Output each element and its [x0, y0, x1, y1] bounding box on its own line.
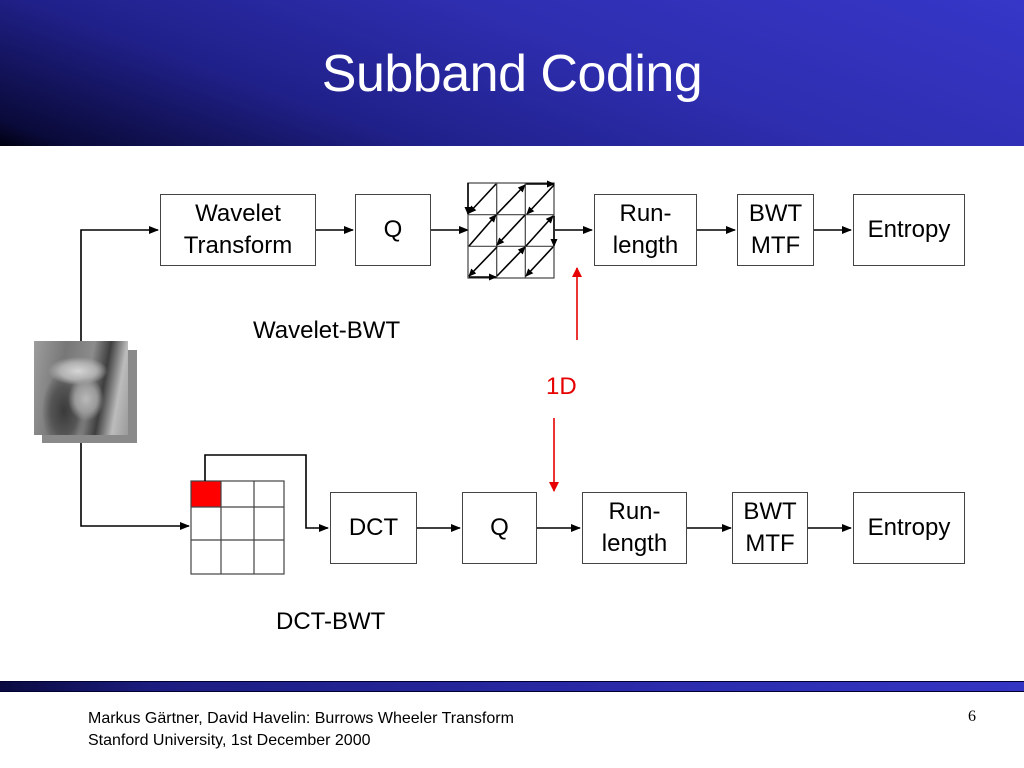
arrow-cell-to-dct: [204, 454, 329, 532]
zigzag-scan-path: [464, 180, 558, 281]
quantizer-block-bottom: Q: [462, 492, 537, 564]
footer-line-2: Stanford University, 1st December 2000: [88, 732, 371, 749]
pipeline-label-dct-bwt: DCT-BWT: [276, 608, 386, 635]
footer-line-1: Markus Gärtner, David Havelin: Burrows W…: [88, 710, 514, 727]
block-label: BWT: [743, 498, 797, 525]
block-label: Wavelet: [195, 200, 281, 227]
dct-highlight-cell: [191, 481, 221, 507]
block-label: BWT: [748, 200, 803, 227]
block-label: Q: [490, 514, 509, 541]
branch-line-top: [80, 226, 159, 341]
block-label: Entropy: [867, 514, 951, 541]
run-length-block: Run- length: [594, 194, 697, 266]
dct-block: DCT: [330, 492, 417, 564]
block-label: DCT: [348, 514, 399, 541]
pipeline-label-wavelet-bwt: Wavelet-BWT: [253, 317, 401, 344]
entropy-block-bottom: Entropy: [853, 492, 965, 564]
bwt-mtf-block: BWT MTF: [737, 194, 814, 266]
slide-header: Subband Coding: [0, 0, 1024, 146]
quantizer-block: Q: [355, 194, 431, 266]
run-length-block-bottom: Run- length: [582, 492, 687, 564]
wavelet-transform-block: Wavelet Transform: [160, 194, 316, 266]
dct-block-grid: [190, 480, 285, 575]
block-label: length: [601, 530, 668, 557]
block-label: Entropy: [867, 216, 951, 243]
block-label: MTF: [745, 530, 795, 557]
entropy-block: Entropy: [853, 194, 965, 266]
block-label: length: [612, 232, 679, 259]
block-label: Q: [383, 216, 403, 243]
footer-credits: Markus Gärtner, David Havelin: Burrows W…: [88, 708, 514, 752]
footer-divider: [0, 682, 1024, 691]
zigzag-scan-grid: [467, 182, 555, 279]
annotation-1d: 1D: [546, 373, 577, 400]
branch-line-bottom: [80, 443, 190, 530]
block-label: Run-: [608, 498, 661, 525]
block-label: MTF: [750, 232, 801, 259]
slide-title: Subband Coding: [321, 45, 703, 103]
block-label: Run-: [619, 200, 672, 227]
bwt-mtf-block-bottom: BWT MTF: [732, 492, 808, 564]
page-number: 6: [968, 708, 976, 725]
block-label: Transform: [183, 232, 293, 259]
grayscale-photo-icon: [34, 341, 128, 435]
